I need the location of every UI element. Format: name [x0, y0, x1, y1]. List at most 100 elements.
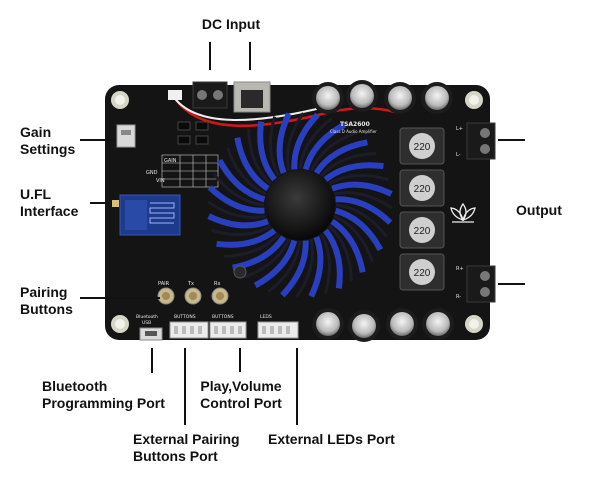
heatsink-fin	[211, 224, 272, 237]
heatsink-fin	[335, 203, 388, 238]
heatsink-fin	[328, 173, 389, 186]
heatsink-fin	[286, 112, 305, 172]
heatsink-fin	[330, 218, 366, 273]
external-pairing-label: External Pairing Buttons Port	[133, 431, 240, 465]
heatsink-fin	[242, 238, 291, 279]
play-label-line2: Control Port	[200, 395, 282, 411]
board-subtitle: Class D Audio Amplifier	[330, 129, 377, 134]
heatsink-fin	[302, 121, 347, 171]
buttons-silk-1: BUTTONS	[174, 314, 196, 320]
l-minus-silk: L-	[456, 152, 461, 158]
play-volume-port	[209, 321, 247, 339]
heatsink-fin	[207, 213, 269, 229]
top-capacitors	[312, 80, 453, 114]
heatsink-fin	[323, 162, 384, 182]
gain-silk: GAIN	[164, 158, 177, 164]
heatsink-fin	[212, 172, 265, 207]
heatsink-fin	[291, 112, 320, 170]
ufl-connector	[112, 200, 119, 207]
leds-port	[257, 321, 299, 339]
heatsink-fin	[335, 196, 393, 225]
ext-pairing-port	[169, 321, 209, 339]
bottom-capacitors	[312, 308, 454, 342]
external-leds-label: External LEDs Port	[268, 431, 395, 447]
board-model: TSA2600	[340, 121, 370, 128]
r-minus-silk: R-	[456, 294, 461, 300]
inductor-value-1: 220	[414, 142, 431, 153]
heatsink	[207, 112, 393, 298]
heatsink-fin	[319, 233, 332, 294]
callout-lines	[80, 42, 525, 425]
bt-label-line1: Bluetooth	[42, 378, 108, 394]
heatsink-fin	[267, 240, 302, 293]
dc-input-label: DC Input	[201, 16, 261, 32]
play-label-line1: Play,Volume	[200, 378, 282, 394]
bt-label-line2: Programming Port	[42, 395, 165, 411]
gain-switch	[116, 124, 136, 148]
ext-pair-label-line2: Buttons Port	[133, 448, 218, 464]
heatsink-fin	[313, 139, 368, 175]
heatsink-fin	[268, 116, 281, 177]
gain-table	[161, 154, 219, 188]
heatsink-fin	[333, 214, 374, 263]
heatsink-fin	[247, 128, 272, 185]
gain-label-line1: Gain	[20, 124, 52, 140]
gain-label-line2: Settings	[20, 141, 76, 157]
gain-settings-label: Gain Settings	[20, 124, 75, 158]
heatsink-fin	[331, 181, 393, 197]
heatsink-fin	[234, 137, 270, 192]
heatsink-fin	[253, 239, 298, 289]
bluetooth-module	[119, 194, 181, 236]
play-volume-label: Play,Volume Control Port	[186, 378, 296, 412]
heatsink-fin	[257, 121, 277, 182]
heatsink-fin	[276, 112, 292, 174]
heatsink-fin	[216, 158, 266, 203]
heatsink-fin	[323, 228, 343, 289]
heatsink-fin	[308, 236, 324, 298]
pairing-label-line2: Buttons	[20, 301, 73, 317]
ufl-interface-label: U.FL Interface	[20, 186, 78, 220]
heatsink-fin	[226, 147, 267, 196]
pairing-buttons-label: Pairing Buttons	[20, 284, 73, 318]
heatsink-fin	[298, 117, 333, 170]
bluetooth-usb-port	[139, 327, 163, 341]
heatsink-fin	[295, 238, 314, 298]
dc-barrel-jack	[233, 81, 271, 113]
output-terminal-right	[466, 265, 496, 303]
output-label: Output	[516, 202, 562, 218]
r-plus-silk: R+	[456, 266, 464, 272]
heatsink-fin	[328, 225, 353, 282]
bt-usb-silk-2: USB	[142, 320, 151, 326]
lotus-logo-icon	[450, 202, 476, 223]
heatsink-fin	[280, 240, 309, 298]
rx-silk: Rx	[214, 281, 220, 287]
heatsink-fin	[333, 191, 393, 210]
vin-silk: VIN	[156, 178, 165, 184]
heatsink-fin	[334, 207, 384, 252]
gnd-silk: GND	[146, 170, 158, 176]
heatsink-fin	[216, 228, 277, 248]
pairing-label-line1: Pairing	[20, 284, 68, 300]
leds-silk: LEDS	[260, 314, 272, 320]
ufl-label-line1: U.FL	[20, 186, 52, 202]
heatsink-fin	[320, 152, 377, 177]
buttons-silk-2: BUTTONS	[212, 314, 234, 320]
heatsink-fin	[309, 131, 358, 172]
inductor-value-2: 220	[414, 184, 431, 195]
smd-chips	[177, 121, 209, 145]
ufl-label-line2: Interface	[20, 203, 79, 219]
ext-pair-label-line1: External Pairing	[133, 431, 240, 447]
inductor-value-3: 220	[414, 226, 431, 237]
heatsink-fin	[207, 185, 265, 214]
tx-silk: Tx	[187, 281, 194, 287]
mounting-holes	[111, 91, 483, 333]
fan	[265, 170, 335, 240]
output-terminal-left	[466, 122, 496, 160]
pair-silk: PAIR	[158, 281, 170, 287]
bluetooth-programming-label: Bluetooth Programming Port	[42, 378, 165, 412]
tactile-buttons	[157, 287, 229, 305]
inductors	[399, 127, 445, 291]
inductor-value-4: 220	[414, 268, 431, 279]
l-plus-silk: L+	[456, 126, 463, 132]
